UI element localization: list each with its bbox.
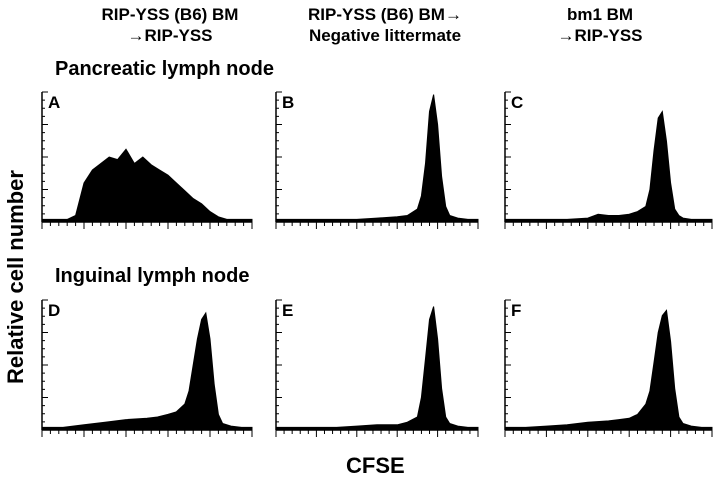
panel-letter-f: F bbox=[511, 301, 521, 320]
column-header-2-line1: RIP-YSS (B6) BM→ bbox=[308, 5, 462, 24]
row-label-inguinal: Inguinal lymph node bbox=[55, 265, 250, 287]
column-header-3: bm1 BM →RIP-YSS bbox=[520, 4, 680, 46]
panel-letter-b: B bbox=[282, 93, 294, 112]
column-header-2: RIP-YSS (B6) BM→ Negative littermate bbox=[280, 4, 490, 46]
column-header-1-line2: →RIP-YSS bbox=[127, 26, 213, 45]
panel-letter-c: C bbox=[511, 93, 523, 112]
panel-d: D bbox=[41, 299, 253, 437]
column-header-3-line1: bm1 BM bbox=[566, 5, 634, 24]
panel-a: A bbox=[41, 91, 253, 229]
column-header-1: RIP-YSS (B6) BM →RIP-YSS bbox=[70, 4, 270, 46]
panel-letter-a: A bbox=[48, 93, 60, 112]
histogram-f bbox=[504, 309, 713, 431]
panel-letter-d: D bbox=[48, 301, 60, 320]
row-label-pancreatic: Pancreatic lymph node bbox=[55, 58, 274, 80]
column-header-1-line1: RIP-YSS (B6) BM bbox=[101, 5, 239, 24]
panel-e: E bbox=[275, 299, 479, 437]
histogram-c bbox=[504, 110, 713, 223]
x-axis-label: CFSE bbox=[346, 453, 405, 478]
panel-letter-e: E bbox=[282, 301, 293, 320]
histogram-e bbox=[275, 306, 479, 431]
histogram-d bbox=[41, 311, 253, 431]
histogram-a bbox=[41, 148, 253, 223]
panel-b: B bbox=[275, 91, 479, 229]
column-header-2-line2: Negative littermate bbox=[308, 26, 462, 45]
histogram-b bbox=[275, 94, 479, 223]
panel-f: F bbox=[504, 299, 713, 437]
column-header-3-line2: →RIP-YSS bbox=[557, 26, 643, 45]
panel-c: C bbox=[504, 91, 713, 229]
